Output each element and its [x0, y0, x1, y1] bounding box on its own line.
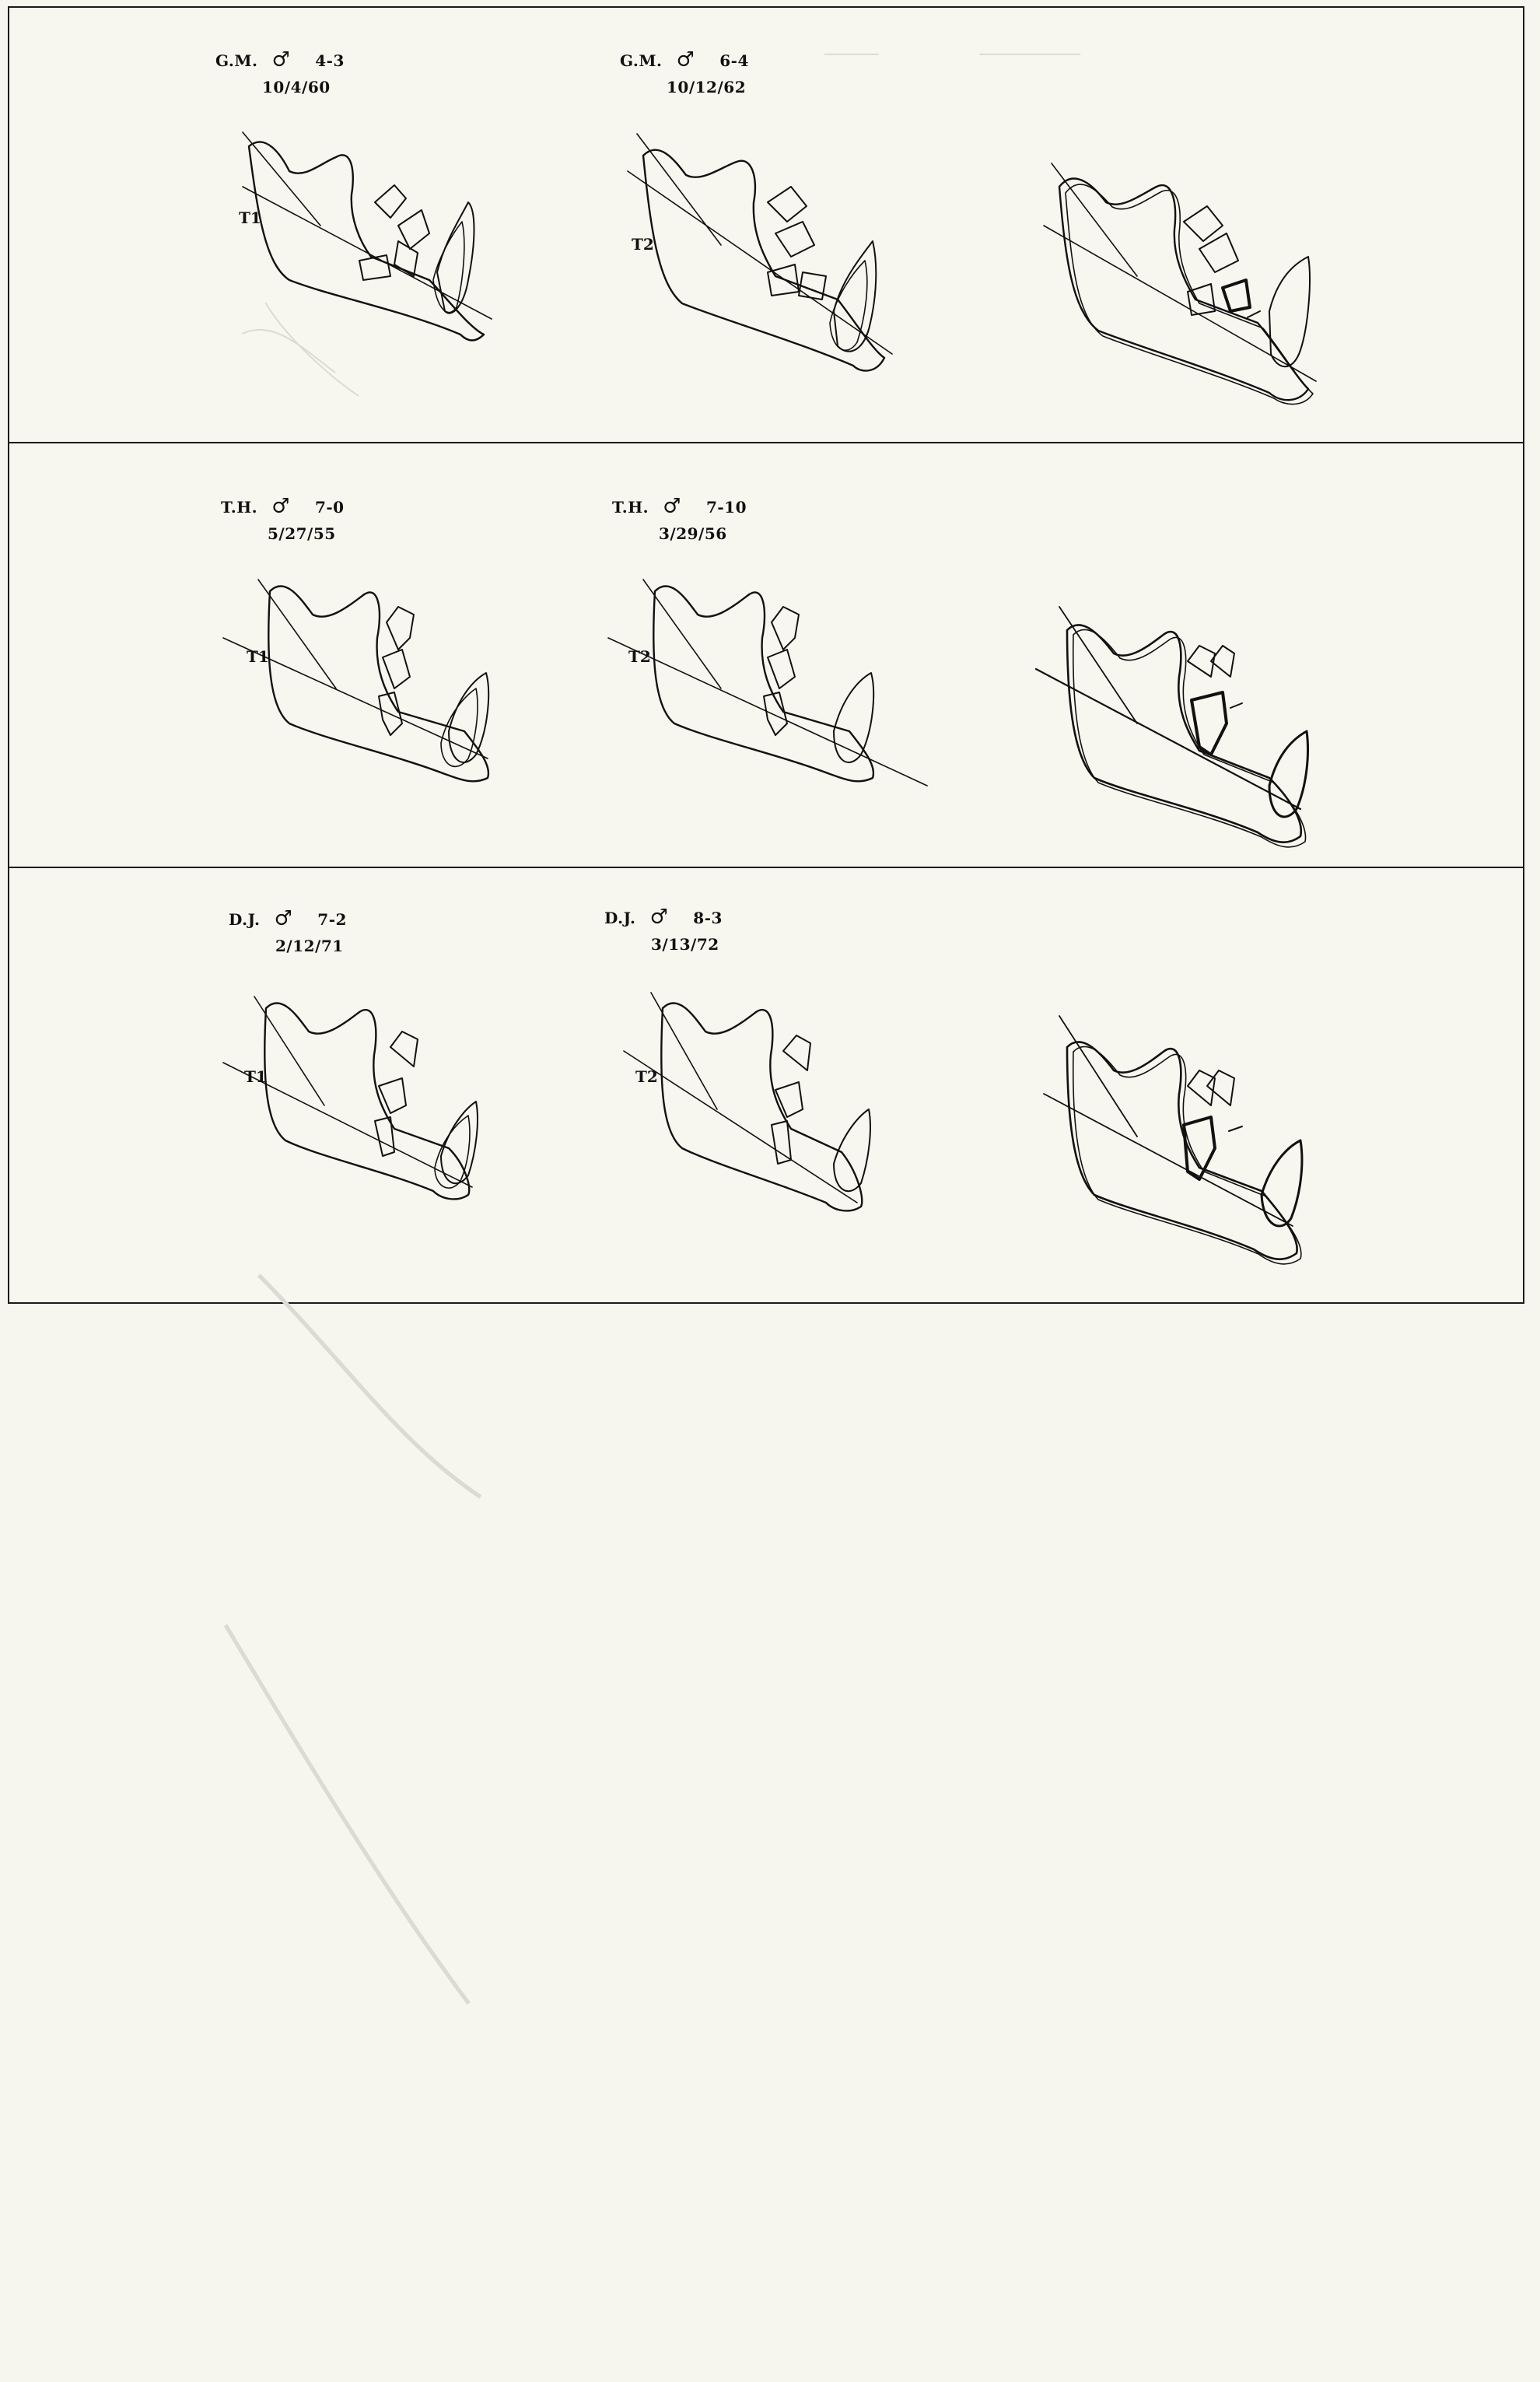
row3-t1-mandible-tracing — [222, 996, 478, 1200]
row3-t2-mandible-tracing — [623, 992, 871, 1212]
row2-t2-mandible-tracing — [607, 579, 928, 786]
figure-frame: G.M.♂4-3 10/4/60 G.M.♂6-4 10/12/62 T1 T2 — [8, 6, 1524, 2005]
row2-t2-caption: T.H.♂7-10 3/29/56 — [612, 495, 747, 543]
row1-t1-caption: G.M.♂4-3 10/4/60 — [215, 48, 345, 96]
row3-t1-caption: D.J.♂7-2 2/12/71 — [229, 907, 347, 955]
row1-t2-caption: G.M.♂6-4 10/12/62 — [620, 48, 749, 96]
row1-superimposition-tracing — [1043, 163, 1317, 405]
row1-t1-mandible-tracing — [242, 131, 492, 342]
row2-t1-caption: T.H.♂7-0 5/27/55 — [221, 495, 345, 543]
row3-superimposition-tracing — [1043, 1015, 1304, 1265]
row3-t2-caption: D.J.♂8-3 3/13/72 — [604, 906, 723, 954]
panel-row-3: D.J.♂7-2 2/12/71 D.J.♂8-3 3/13/72 T1 T2 — [9, 868, 1523, 2005]
panel-row-1: G.M.♂4-3 10/4/60 G.M.♂6-4 10/12/62 T1 T2 — [9, 8, 1523, 443]
panel-row-2: T.H.♂7-0 5/27/55 T.H.♂7-10 3/29/56 T1 T2 — [9, 443, 1523, 1499]
row2-superimposition-tracing — [1034, 606, 1309, 848]
row1-t1-label: T1 — [239, 208, 261, 227]
row1-t2-mandible-tracing — [627, 133, 893, 372]
row1-t2-label: T2 — [632, 235, 654, 254]
row2-t1-mandible-tracing — [222, 579, 490, 783]
